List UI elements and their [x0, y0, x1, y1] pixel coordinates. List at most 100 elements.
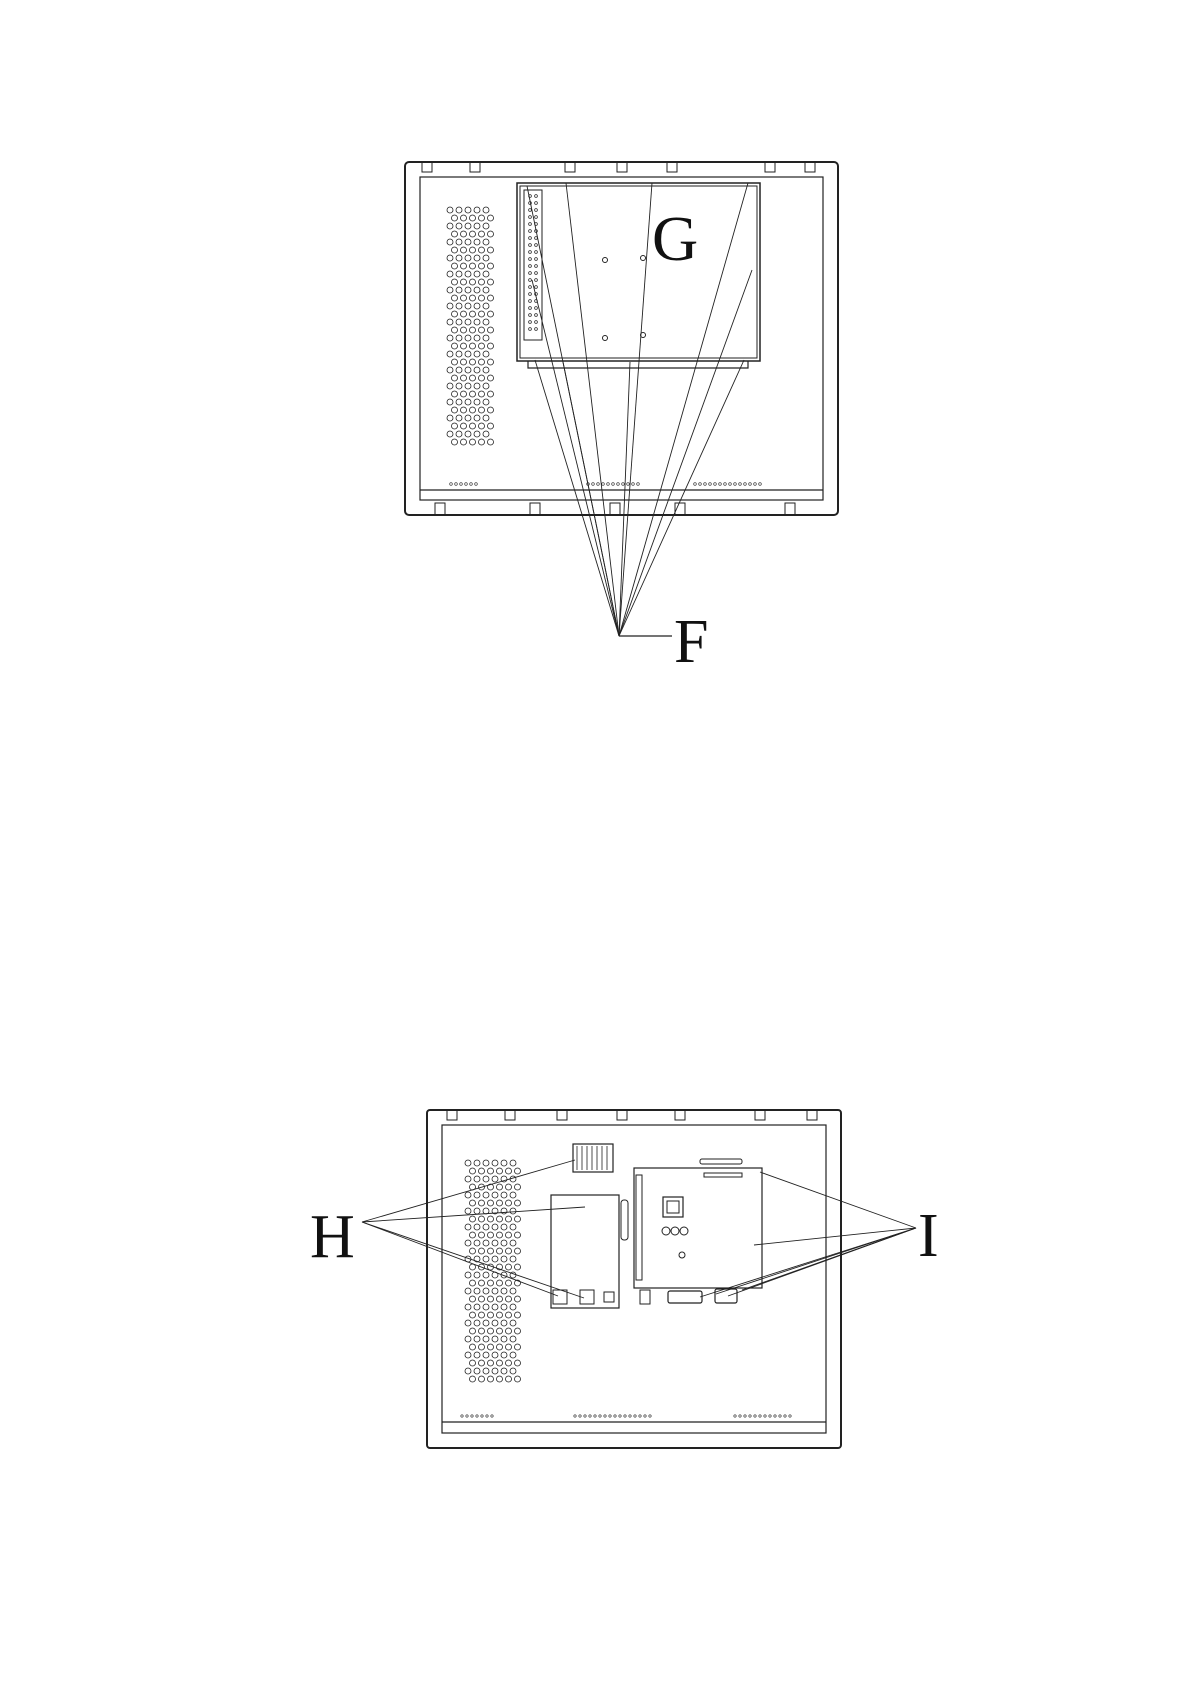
vent-hole — [470, 1232, 476, 1238]
vent-hole — [474, 1352, 480, 1358]
connector-pin — [529, 307, 532, 310]
vent-hole — [479, 263, 485, 269]
top-inner-panel — [420, 177, 823, 500]
vent-dot — [465, 483, 468, 486]
vent-hole — [510, 1304, 516, 1310]
vent-hole — [470, 391, 476, 397]
vent-hole — [483, 1272, 489, 1278]
vent-hole — [483, 223, 489, 229]
vent-hole — [474, 399, 480, 405]
bracket-hole — [603, 336, 608, 341]
vent-hole — [492, 1288, 498, 1294]
vent-hole — [474, 287, 480, 293]
vga-connector — [668, 1291, 702, 1303]
main-board-callout-leaders — [700, 1172, 916, 1297]
vent-dot — [649, 1415, 651, 1417]
vent-hole — [488, 391, 494, 397]
vent-hole — [479, 1344, 485, 1350]
vent-hole — [479, 247, 485, 253]
vent-hole — [497, 1296, 503, 1302]
vent-dot — [734, 483, 737, 486]
vent-hole — [461, 215, 467, 221]
connector-pin — [535, 307, 538, 310]
vent-hole — [465, 1304, 471, 1310]
vent-dot — [644, 1415, 646, 1417]
vent-hole — [474, 1368, 480, 1374]
vent-hole — [497, 1360, 503, 1366]
vent-hole — [488, 1280, 494, 1286]
vent-hole — [497, 1232, 503, 1238]
vent-dot — [779, 1415, 781, 1417]
vent-dot — [714, 483, 717, 486]
vent-hole — [465, 1352, 471, 1358]
vent-hole — [483, 255, 489, 261]
vent-hole — [488, 1312, 494, 1318]
main-board-component — [679, 1252, 685, 1258]
vent-hole — [456, 271, 462, 277]
vent-hole — [447, 399, 453, 405]
connector-pin — [529, 223, 532, 226]
vent-dot — [470, 483, 473, 486]
vent-hole — [470, 1280, 476, 1286]
vent-hole — [483, 367, 489, 373]
vent-hole — [470, 1200, 476, 1206]
connector-pin — [529, 279, 532, 282]
vent-hole — [492, 1160, 498, 1166]
vent-dot — [759, 1415, 761, 1417]
vent-hole — [470, 1328, 476, 1334]
vent-dot — [599, 1415, 601, 1417]
vent-hole — [506, 1264, 512, 1270]
connector-pin — [529, 237, 532, 240]
vent-hole — [447, 287, 453, 293]
vent-hole — [510, 1224, 516, 1230]
connector-pin — [529, 314, 532, 317]
vent-hole — [465, 1336, 471, 1342]
vent-hole — [456, 287, 462, 293]
vent-dot — [749, 1415, 751, 1417]
connector-pin — [535, 279, 538, 282]
vent-hole — [452, 279, 458, 285]
vent-hole — [447, 383, 453, 389]
vent-hole — [465, 1320, 471, 1326]
vent-hole — [483, 1192, 489, 1198]
vent-hole — [474, 255, 480, 261]
vent-hole — [501, 1304, 507, 1310]
vent-hole — [488, 231, 494, 237]
vent-hole — [465, 239, 471, 245]
vent-hole — [470, 311, 476, 317]
vent-hole — [497, 1184, 503, 1190]
vent-hole — [492, 1320, 498, 1326]
vent-dot — [597, 483, 600, 486]
vent-hole — [510, 1192, 516, 1198]
vent-hole — [497, 1328, 503, 1334]
mounting-tab — [667, 162, 677, 172]
vent-hole — [492, 1368, 498, 1374]
vent-hole — [470, 1360, 476, 1366]
connector-pin — [535, 328, 538, 331]
connector-pin — [529, 293, 532, 296]
vent-hole — [465, 319, 471, 325]
vent-hole — [488, 439, 494, 445]
vent-hole — [479, 407, 485, 413]
vent-hole — [515, 1264, 521, 1270]
main-board-strip — [704, 1173, 742, 1177]
mounting-tab — [557, 1110, 567, 1120]
vent-hole — [488, 407, 494, 413]
vent-hole — [483, 1352, 489, 1358]
board-bracket-inner — [520, 186, 757, 358]
vent-hole — [492, 1336, 498, 1342]
vent-hole — [474, 271, 480, 277]
vent-hole — [501, 1368, 507, 1374]
vent-dot — [739, 1415, 741, 1417]
vent-hole — [461, 343, 467, 349]
leader-line — [760, 1172, 916, 1228]
vent-hole — [506, 1360, 512, 1366]
vent-hole — [470, 263, 476, 269]
vent-hole — [474, 1336, 480, 1342]
vent-hole — [488, 1360, 494, 1366]
vent-hole — [479, 1232, 485, 1238]
vent-hole — [479, 1216, 485, 1222]
vent-hole — [510, 1368, 516, 1374]
vent-hole — [483, 1176, 489, 1182]
vent-hole — [506, 1168, 512, 1174]
